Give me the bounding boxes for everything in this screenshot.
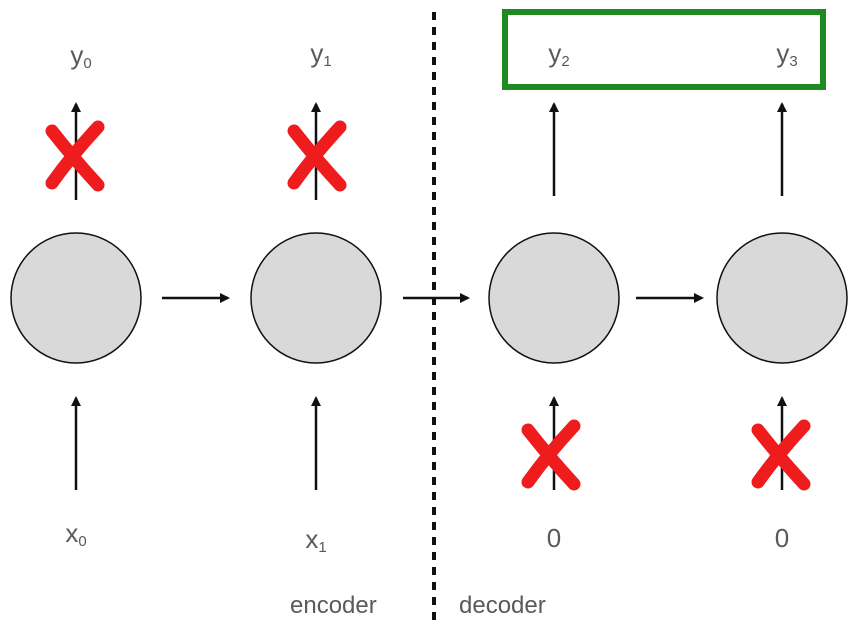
input-symbol: x — [65, 518, 79, 548]
rnn-node-2 — [488, 102, 620, 491]
output-cross-icon — [287, 120, 347, 192]
rnn-cell-circle — [716, 232, 848, 364]
output-cross-icon — [45, 120, 105, 192]
output-index: 3 — [789, 53, 798, 70]
output-symbol: y — [310, 38, 324, 68]
encoder-section-label: encoder — [290, 592, 377, 619]
output-index: 0 — [83, 55, 92, 72]
input-symbol: 0 — [546, 523, 562, 553]
input-cross-icon — [751, 419, 811, 491]
rnn-cell-circle — [10, 232, 142, 364]
input-label-x1: x1 — [276, 524, 356, 563]
input-label-zero-2: 0 — [514, 523, 594, 553]
rnn-node-0 — [10, 102, 142, 490]
rnn-cell-circle — [488, 232, 620, 364]
rnn-node-3 — [716, 102, 848, 491]
decoder-section-label: decoder — [459, 592, 546, 619]
output-label-y2: y2 — [519, 38, 599, 77]
input-label-zero-3: 0 — [742, 523, 822, 553]
rnn-node-1 — [250, 102, 382, 490]
output-symbol: y — [70, 40, 84, 70]
output-label-y1: y1 — [281, 38, 361, 77]
output-label-y3: y3 — [747, 38, 827, 77]
decoder-output-highlight-box — [502, 9, 826, 90]
input-index: 0 — [78, 533, 87, 550]
input-cross-icon — [521, 419, 581, 491]
input-index: 1 — [318, 539, 327, 556]
rnn-cell-circle — [250, 232, 382, 364]
input-symbol: x — [305, 524, 319, 554]
output-index: 2 — [561, 53, 570, 70]
output-index: 1 — [323, 53, 332, 70]
output-symbol: y — [548, 38, 562, 68]
input-symbol: 0 — [774, 523, 790, 553]
output-label-y0: y0 — [41, 40, 121, 79]
input-label-x0: x0 — [36, 518, 116, 557]
output-symbol: y — [776, 38, 790, 68]
